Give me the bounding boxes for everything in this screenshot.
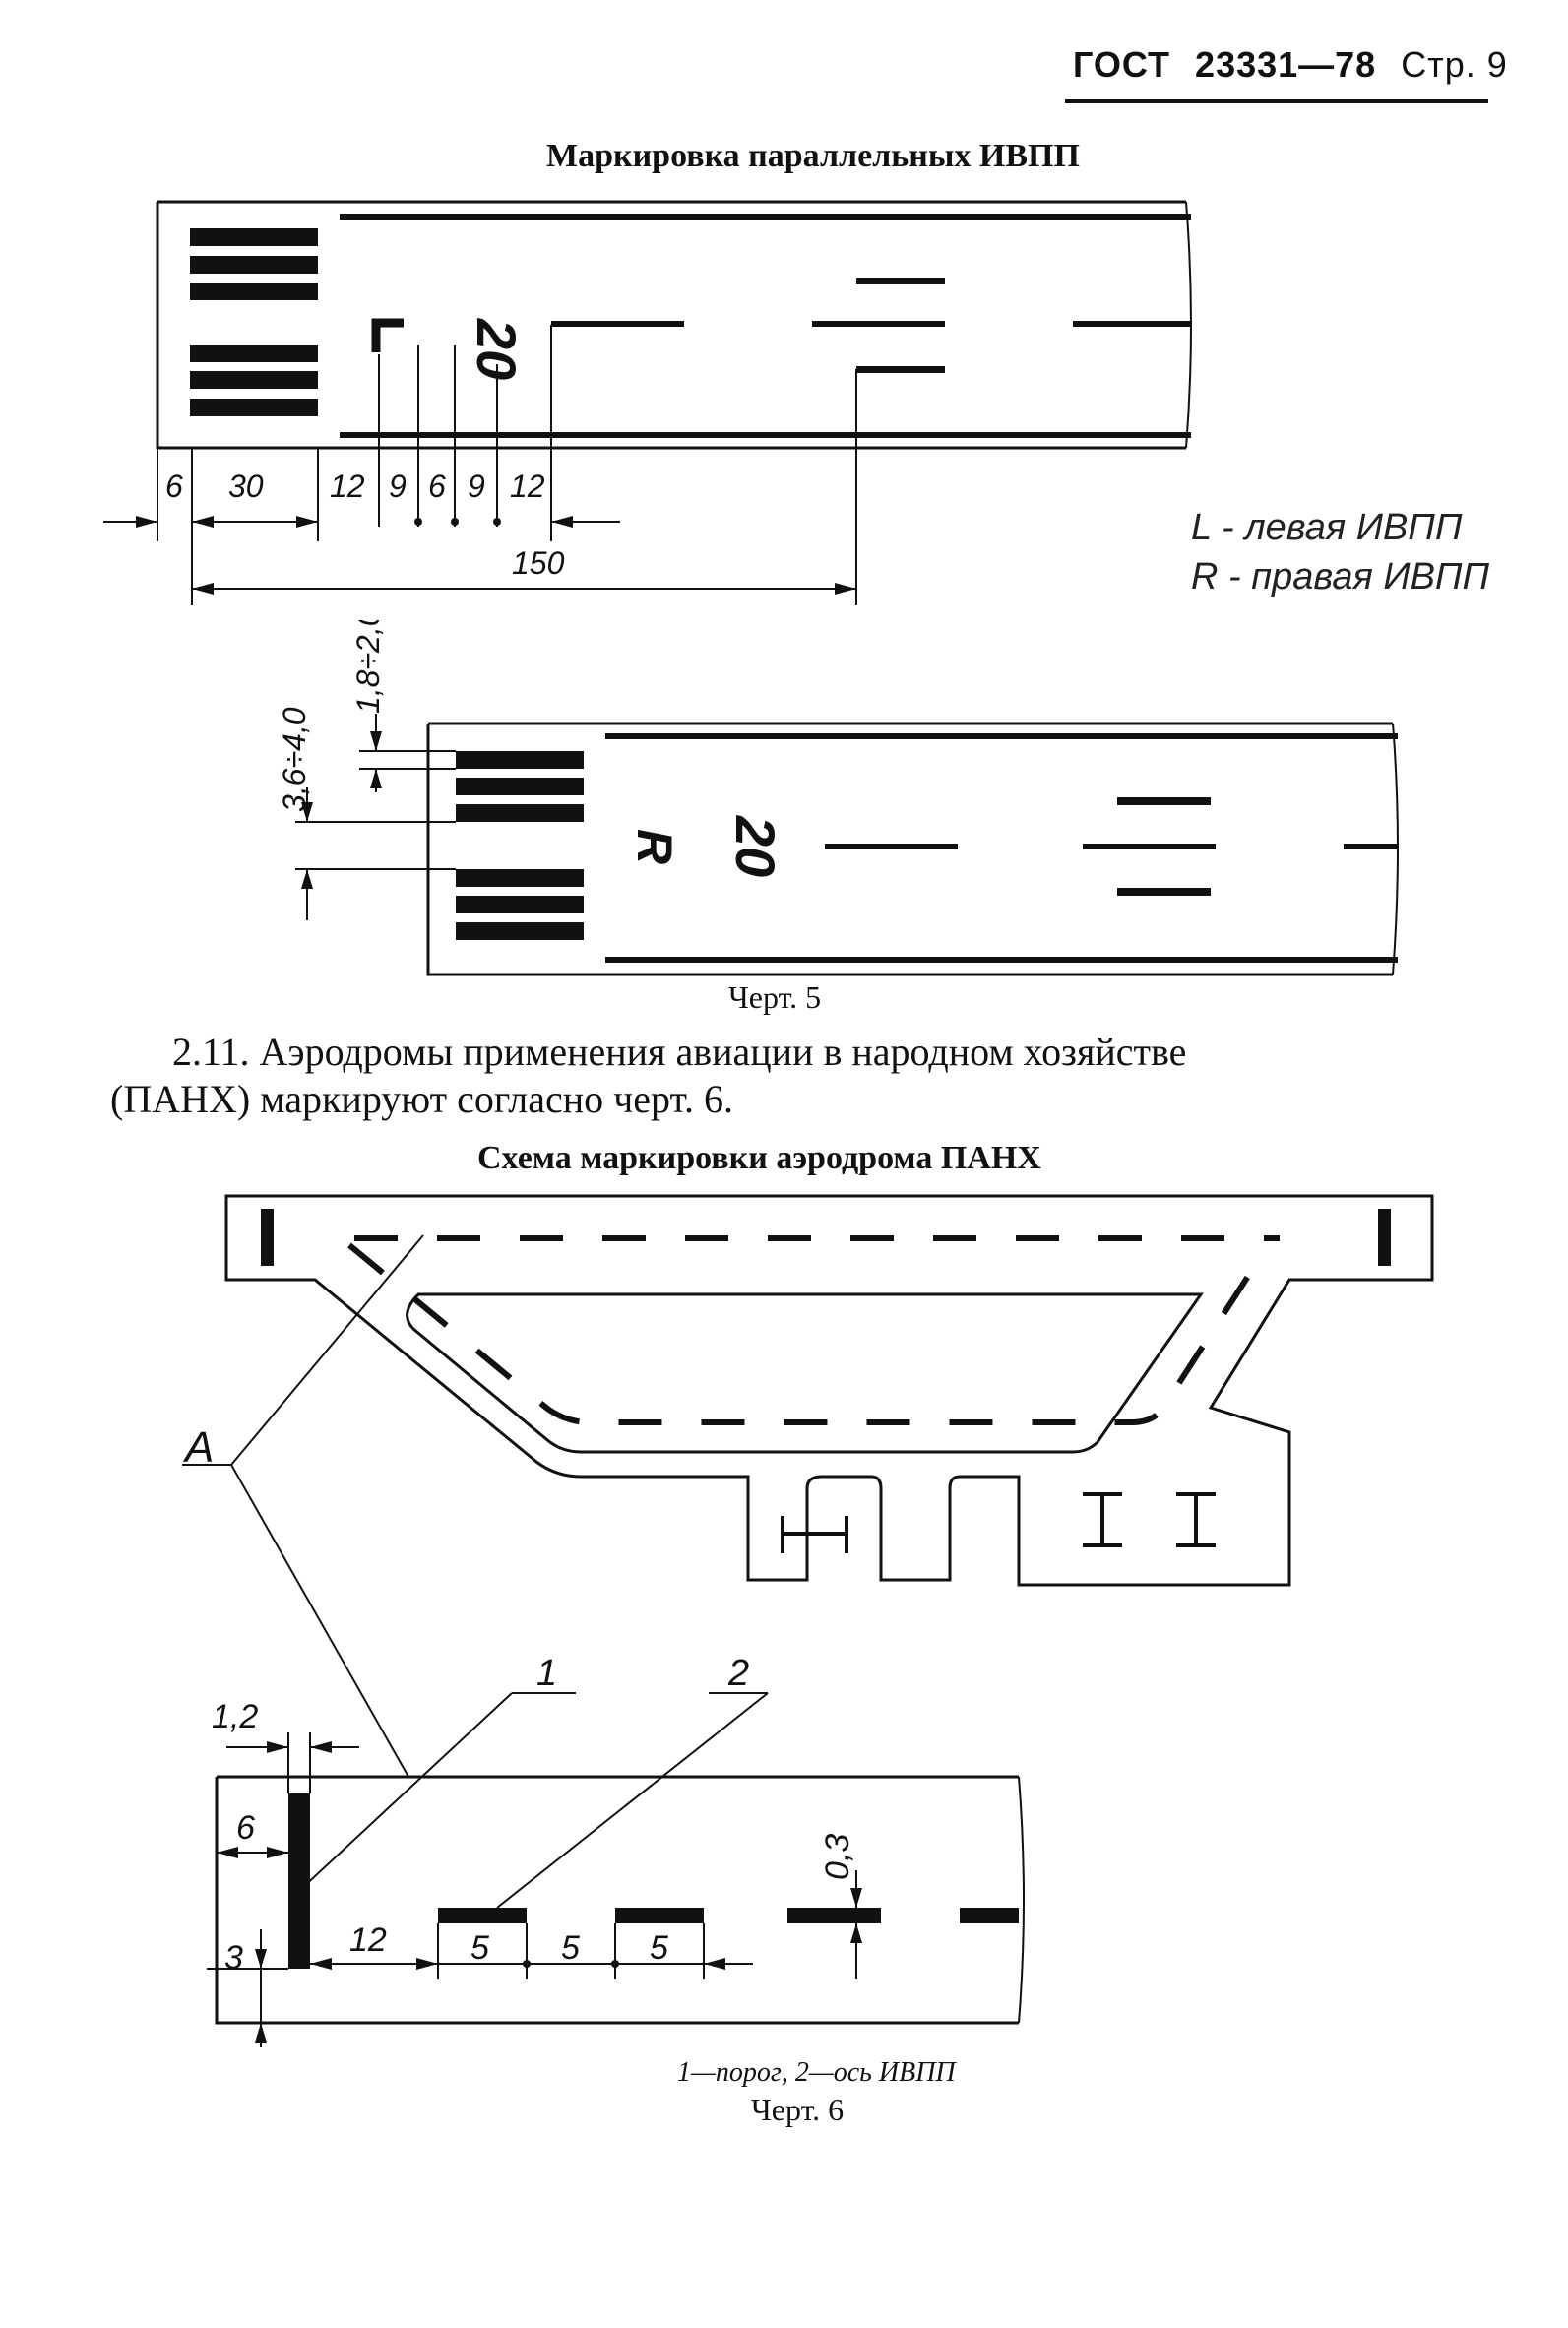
- threshold-marking: [288, 1793, 310, 1969]
- fig5-title: Маркировка параллельных ИВПП: [546, 138, 1080, 174]
- callout-1: 1: [536, 1653, 557, 1694]
- paragraph-line-1: 2.11. Аэродромы применения авиации в нар…: [172, 1030, 1187, 1074]
- dim-seg-3: 5: [650, 1929, 668, 1967]
- label-A: A: [182, 1423, 214, 1472]
- dim-line-width: 0,3: [819, 1834, 856, 1880]
- dim-12a: 12: [330, 469, 365, 504]
- gost-label: ГОСТ: [1073, 44, 1171, 85]
- fig5-runway-R-drawing: R 20 1,8÷2,0 3,6÷4,0: [277, 620, 1399, 976]
- runway-number-R: 20: [724, 815, 786, 877]
- fig5-caption: Черт. 5: [728, 979, 822, 1015]
- legend-R: R - правая ИВПП: [1191, 556, 1489, 598]
- page-number: Стр. 9: [1401, 44, 1508, 85]
- dim-9b: 9: [468, 469, 485, 504]
- paragraph-line-2: (ПАНХ) маркируют согласно черт. 6.: [110, 1077, 733, 1121]
- legend-L: L - левая ИВПП: [1191, 507, 1463, 548]
- gost-number: 23331—78: [1195, 44, 1377, 85]
- dim-stripe-width: 1,8÷2,0: [350, 620, 386, 714]
- fig5-runway-L-drawing: 20 6 30 12 9: [103, 200, 1192, 605]
- dim-30: 30: [228, 469, 264, 504]
- fig6-title: Схема маркировки аэродрома ПАНХ: [477, 1140, 1041, 1176]
- dim-6: 6: [165, 469, 183, 504]
- dim-seg-1: 5: [470, 1929, 489, 1967]
- threshold-stripes-R: [456, 751, 584, 940]
- dim-6b: 6: [428, 469, 446, 504]
- threshold-stripes-L: [190, 228, 318, 416]
- callout-2: 2: [727, 1653, 749, 1694]
- fig6-aerodrome-scheme: A 1 2: [182, 1194, 1434, 2047]
- fig6-caption: Черт. 6: [751, 2092, 845, 2127]
- runway-L-glyph: [371, 318, 404, 352]
- dim-9a: 9: [389, 469, 407, 504]
- dim-gap-12: 12: [349, 1921, 387, 1959]
- dim-seg-2: 5: [561, 1929, 580, 1967]
- page-header: ГОСТ 23331—78 Стр. 9: [1073, 44, 1522, 86]
- dim-12b: 12: [510, 469, 545, 504]
- dim-threshold-width: 1,2: [212, 1698, 258, 1735]
- runway-R-glyph: R: [627, 829, 682, 864]
- dim-stripe-gap: 3,6÷4,0: [277, 707, 312, 812]
- fig6-legend: 1—порог, 2—ось ИВПП: [677, 2057, 956, 2088]
- dim-150: 150: [512, 545, 565, 581]
- dim-threshold-offset: 6: [236, 1809, 255, 1847]
- dim-edge: 3: [224, 1939, 243, 1977]
- header-rule: [1065, 99, 1488, 103]
